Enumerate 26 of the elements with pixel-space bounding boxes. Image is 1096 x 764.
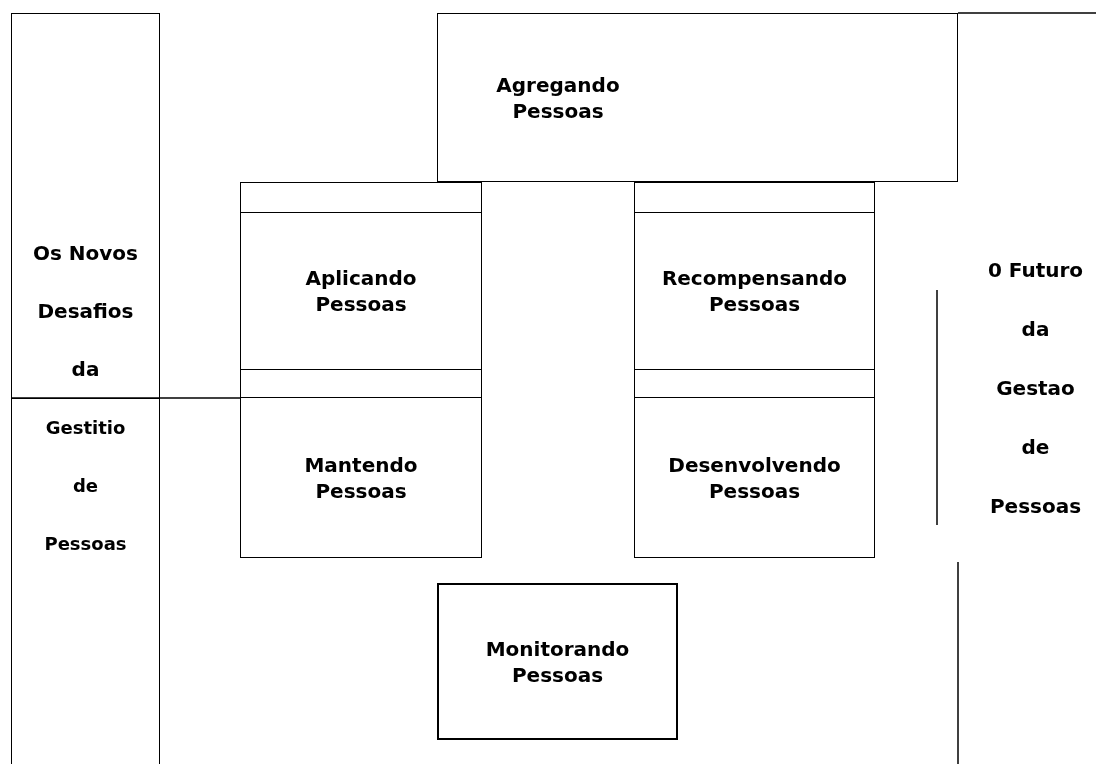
column-box <box>11 13 160 398</box>
process-box <box>437 13 958 182</box>
column-text: 0 Futuro <box>987 257 1084 284</box>
process-box <box>240 398 482 558</box>
process-box <box>634 182 875 398</box>
box-label: Monitorando Pessoas <box>484 635 631 688</box>
column-text: Pessoas <box>44 532 127 556</box>
column-text: da <box>71 356 100 383</box>
column-text: de <box>1021 434 1050 461</box>
process-box <box>240 182 482 398</box>
connector-line <box>159 397 241 399</box>
column-box <box>11 398 160 764</box>
process-box <box>634 398 875 558</box>
column-text: Pessoas <box>989 493 1082 520</box>
box-label: Mantendo Pessoas <box>303 451 419 504</box>
process-box <box>437 583 678 740</box>
column-text: de <box>72 474 99 498</box>
column-text: da <box>1021 316 1050 343</box>
column-text: Desafios <box>37 298 134 325</box>
box-label: Aplicando Pessoas <box>304 265 418 317</box>
column-text: Gestao <box>996 375 1075 402</box>
column-text: Gestitio <box>45 416 126 440</box>
column-text: Os Novos <box>33 240 138 267</box>
box-label: Agregando Pessoas <box>495 72 621 124</box>
box-label: Desenvolvendo Pessoas <box>667 451 842 504</box>
box-label: Recompensando Pessoas <box>660 265 849 317</box>
